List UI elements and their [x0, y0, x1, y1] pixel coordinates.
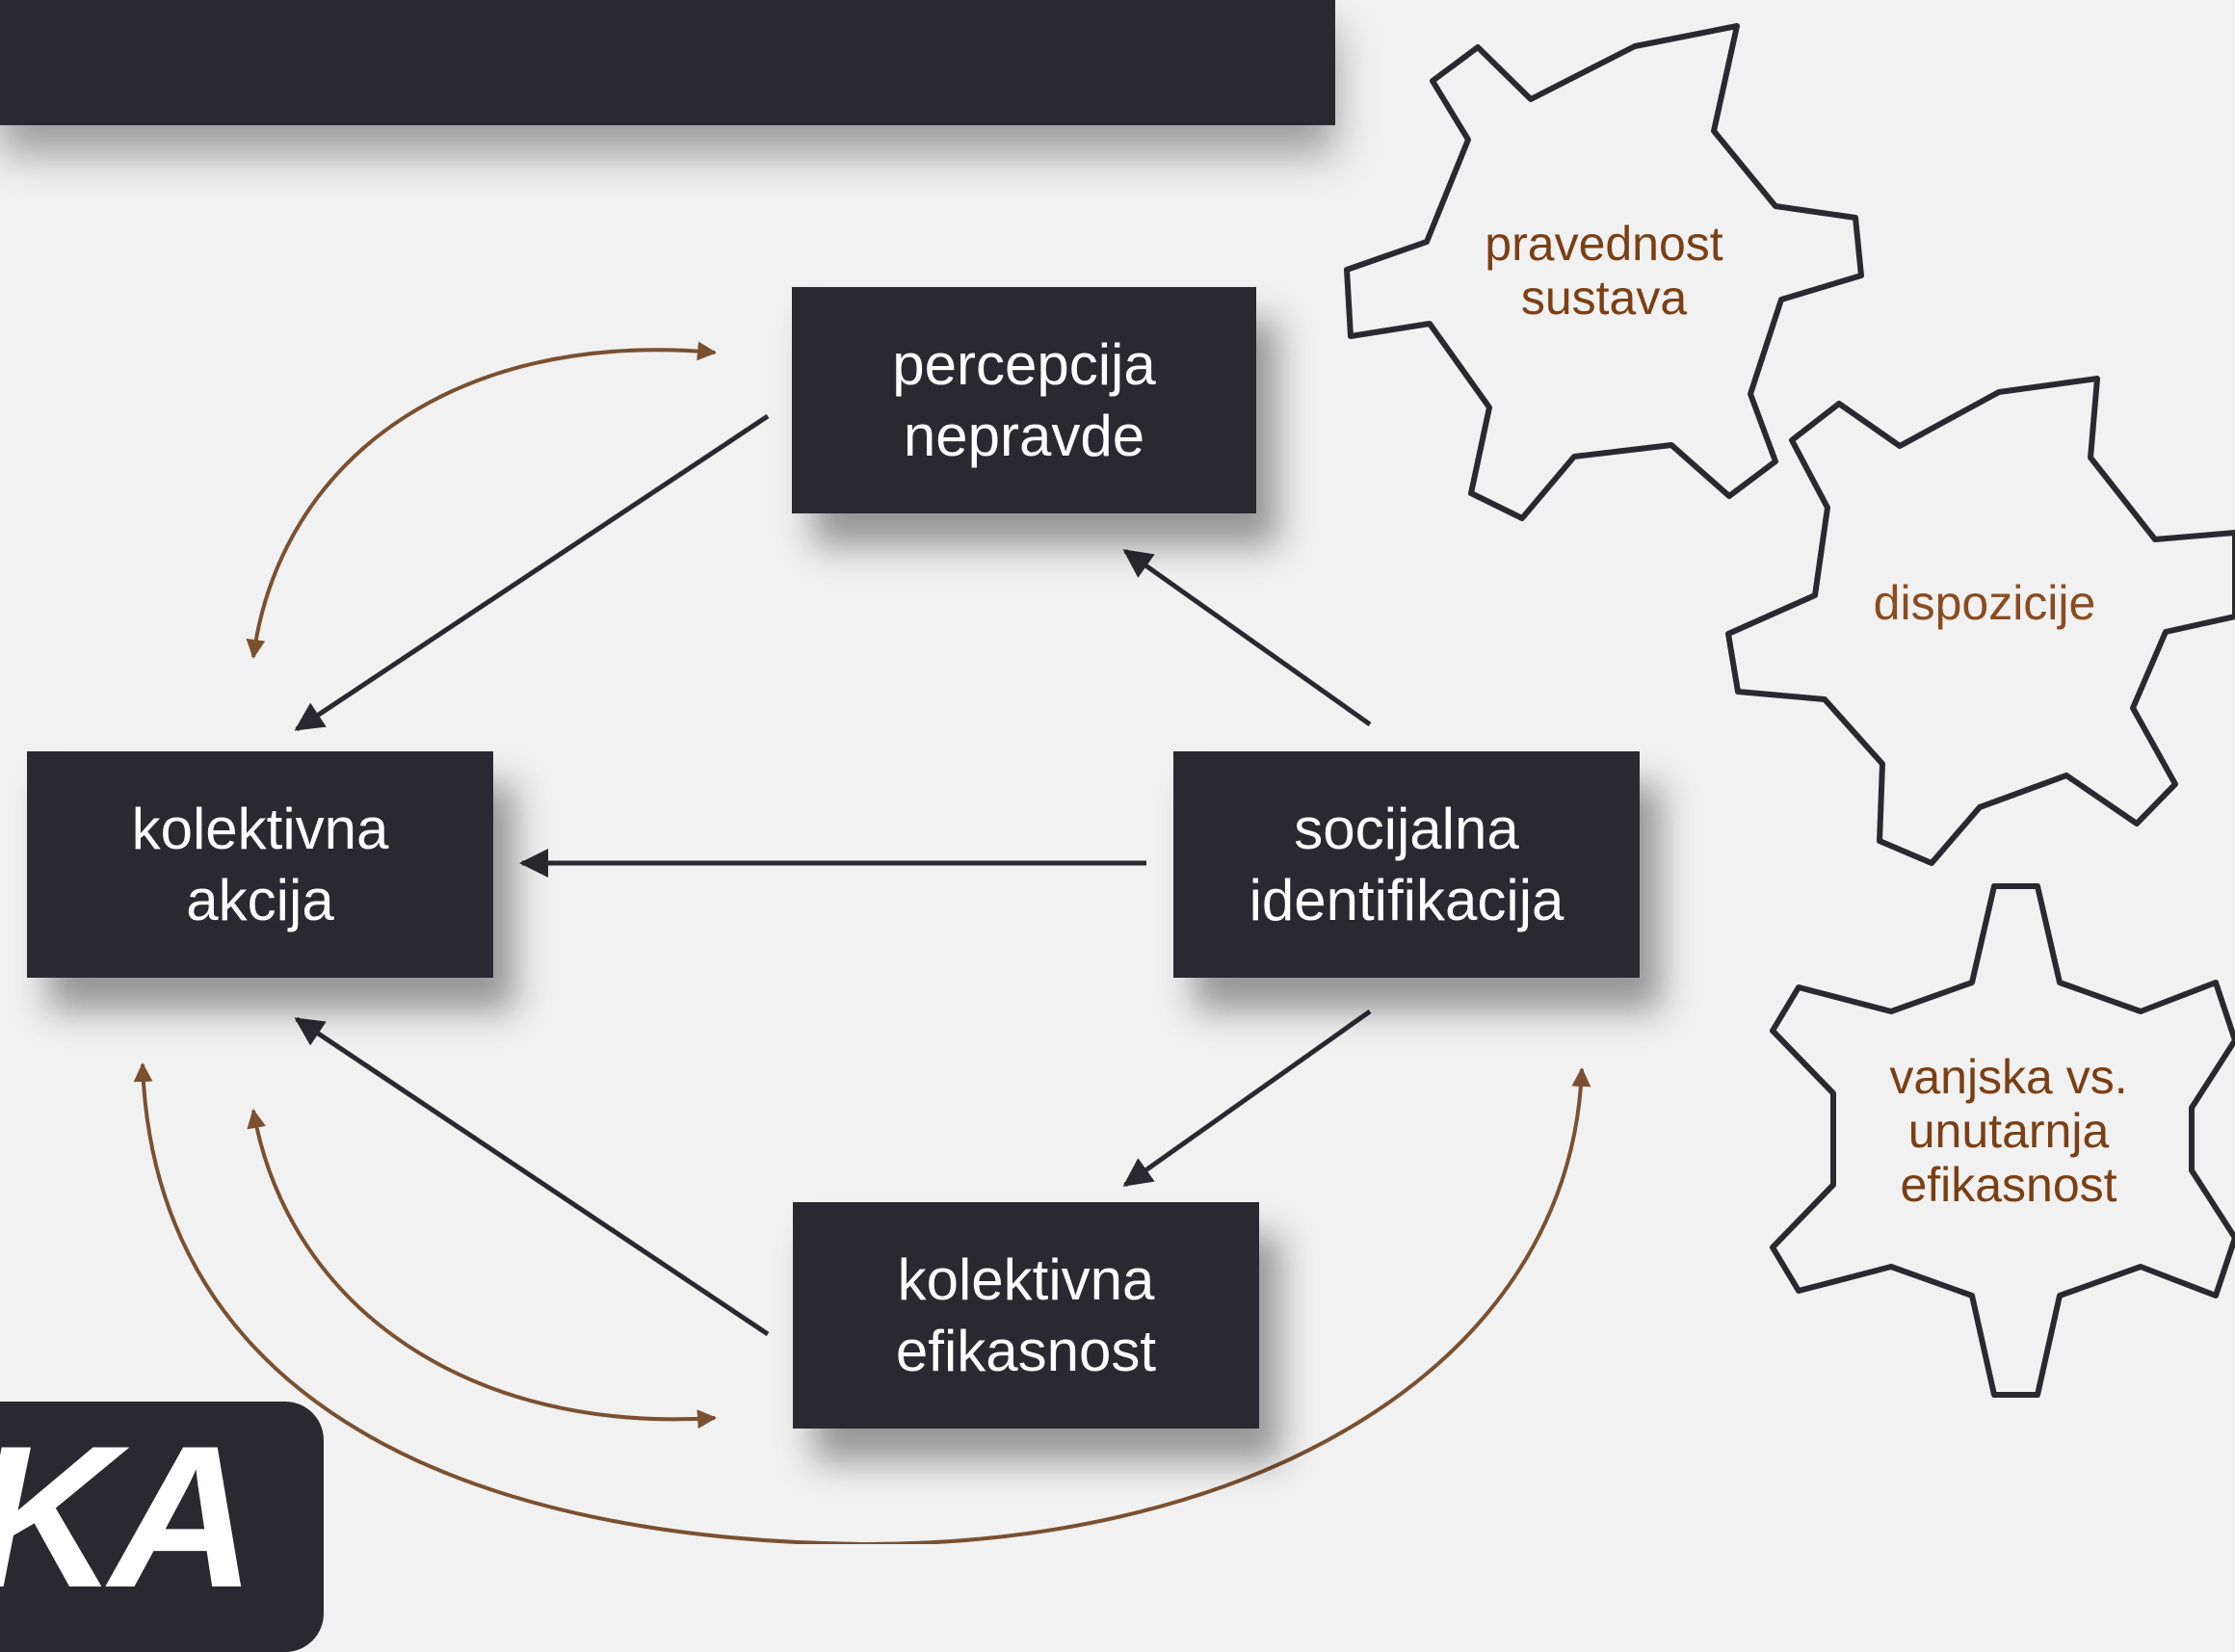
gear-label-line3: efikasnost [1900, 1158, 2117, 1212]
arrow-percepcija-to-akcija [294, 413, 770, 732]
gear-label-line1: dispozicije [1873, 576, 2096, 630]
curve-akcija-percepcija [246, 341, 717, 659]
node-socijalna-identifikacija: socijalna identifikacija [1173, 751, 1640, 978]
node-kolektivna-efikasnost: kolektivna efikasnost [793, 1202, 1259, 1429]
node-label-line2: efikasnost [895, 1318, 1157, 1383]
gear-label-efikasnost: vanjska vs. unutarnja efikasnost [1821, 1050, 2196, 1212]
gear-icon [1770, 883, 2235, 1398]
gear-icon [1344, 23, 1864, 521]
gear-label-line1: pravednost [1485, 217, 1723, 271]
diagram-canvas [133, 23, 2235, 1544]
arrow-socijalna-to-percepcija [1122, 548, 1372, 727]
title-banner [0, 0, 1335, 125]
node-label-line2: akcija [186, 867, 334, 932]
arrow-efikasnost-to-akcija [294, 1016, 770, 1337]
gear-label-pravednost-sustava: pravednost sustava [1416, 217, 1792, 325]
node-label-line1: kolektivna [131, 796, 389, 861]
gear-label-line2: sustava [1520, 271, 1688, 325]
node-kolektivna-akcija: kolektivna akcija [27, 751, 493, 978]
curve-akcija-efikasnost [247, 1109, 717, 1429]
node-label-line2: nepravde [903, 403, 1145, 468]
node-label-line1: socijalna [1294, 796, 1519, 861]
gear-icon [1725, 376, 2235, 866]
node-label-line2: identifikacija [1249, 867, 1564, 932]
node-label-line1: kolektivna [897, 1246, 1155, 1312]
gear-label-dispozicije: dispozicije [1792, 576, 2177, 630]
node-label-line1: percepcija [892, 331, 1156, 397]
gear-label-line2: unutarnja [1907, 1104, 2110, 1158]
node-percepcija-nepravde: percepcija nepravde [792, 287, 1256, 513]
arrow-socijalna-to-efikasnost [1122, 1009, 1372, 1188]
corner-text: KA [0, 1403, 255, 1630]
gear-label-line1: vanjska vs. [1889, 1050, 2128, 1104]
